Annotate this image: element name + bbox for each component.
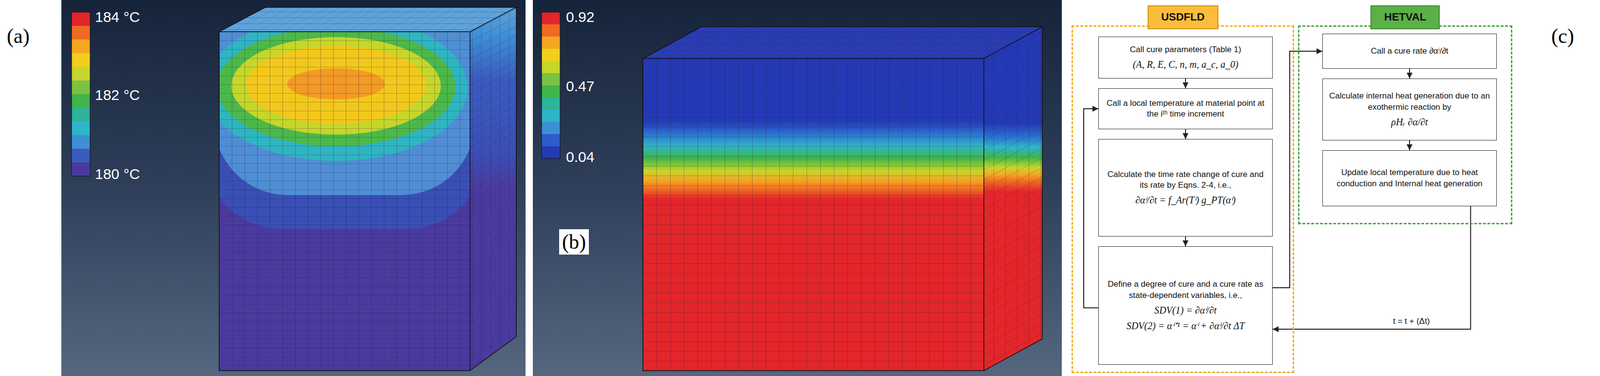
flow-arrow	[1409, 140, 1411, 151]
equation-text: ∂αⁱ/∂t = f_Ar(Tⁱ) g_PT(αⁱ)	[1135, 193, 1236, 207]
panel-label: (c)	[1551, 24, 1575, 48]
meshed-block	[204, 0, 517, 371]
colorbar-band	[71, 162, 91, 176]
box-text: Call cure parameters (Table 1)	[1129, 44, 1242, 56]
colorbar-band	[541, 97, 561, 110]
subroutine-title: HETVAL	[1370, 5, 1440, 30]
block-outline	[642, 26, 1043, 371]
flow-arrow	[1185, 78, 1186, 89]
equation-text: SDV(2) = αⁱ⁺¹ = αⁱ + ∂αⁱ/∂t ΔT	[1126, 319, 1245, 332]
colorbar	[71, 12, 91, 176]
colorbar-band	[71, 53, 91, 67]
degree-of-cure-panel	[532, 0, 1062, 376]
colorbar	[541, 12, 561, 159]
box-text: Define a degree of cure and a cure rate …	[1104, 278, 1267, 301]
equation-text: ρHᵣ ∂α/∂t	[1391, 115, 1428, 129]
panel-label: (a)	[6, 24, 30, 48]
mesh-lines	[219, 7, 517, 32]
colorbar-value: 0.92	[565, 8, 595, 26]
colorbar-band	[71, 39, 91, 54]
meshed-block	[642, 26, 1043, 371]
panel-label: (b)	[559, 228, 589, 255]
subroutine-region: HETVALCall a cure rate ∂αⁱ/∂tCalculate i…	[1298, 25, 1513, 225]
colorbar-value: 184 °C	[94, 8, 140, 26]
colorbar-value: 0.04	[565, 148, 595, 166]
colorbar-band	[541, 85, 561, 98]
block-outline	[219, 7, 517, 371]
process-box: Update local temperature due to heat con…	[1322, 150, 1497, 207]
block-side-face	[983, 26, 1043, 371]
mesh-lines	[642, 58, 984, 371]
block-outline	[983, 26, 1043, 59]
flow-arrow	[1272, 51, 1323, 288]
box-text: Call a local temperature at material poi…	[1104, 97, 1267, 120]
temperature-zone	[219, 31, 471, 371]
box-text: Update local temperature due to heat con…	[1328, 167, 1491, 189]
colorbar-band	[71, 107, 91, 122]
colorbar-band	[71, 121, 91, 135]
equation-text: SDV(1) = ∂αⁱ/∂t	[1154, 303, 1217, 317]
colorbar-value: 180 °C	[94, 165, 140, 183]
mesh-lines	[219, 31, 471, 371]
panel-background	[61, 0, 526, 376]
process-box: Call cure parameters (Table 1)(A, R, E, …	[1098, 36, 1273, 79]
colorbar-band	[541, 133, 561, 147]
colorbar-band	[541, 36, 561, 49]
block-top-face	[642, 26, 1043, 59]
colorbar-band	[541, 12, 561, 25]
colorbar-band	[71, 12, 91, 26]
panel-background	[532, 0, 1062, 376]
colorbar-band	[541, 73, 561, 86]
process-box: Call a cure rate ∂αⁱ/∂t	[1322, 33, 1497, 69]
subroutine-title: USDFLD	[1147, 5, 1219, 30]
colorbar-band	[541, 24, 561, 37]
flow-arrow	[1409, 68, 1411, 79]
colorbar-band	[71, 25, 91, 40]
block-top-face	[219, 7, 517, 32]
block-outline	[642, 58, 984, 371]
flow-arrow	[1272, 206, 1471, 329]
colorbar-band	[71, 66, 91, 81]
edge-label: t = t + (Δt)	[1391, 315, 1432, 327]
colorbar-band	[71, 80, 91, 95]
box-text: Call a cure rate ∂αⁱ/∂t	[1370, 45, 1449, 57]
colorbar-outline	[71, 12, 91, 176]
colorbar-band	[541, 109, 561, 122]
colorbar-value: 182 °C	[94, 86, 140, 104]
box-text: Calculate the time rate change of cure a…	[1104, 169, 1267, 191]
colorbar-band	[71, 134, 91, 149]
process-box: Calculate internal heat generation due t…	[1322, 78, 1497, 141]
colorbar-outline	[541, 12, 561, 159]
process-box: Call a local temperature at material poi…	[1098, 88, 1273, 130]
colorbar-band	[71, 148, 91, 163]
box-text: Calculate internal heat generation due t…	[1328, 90, 1491, 113]
subroutine-region: USDFLDCall cure parameters (Table 1)(A, …	[1071, 25, 1295, 373]
colorbar-band	[541, 121, 561, 134]
colorbar-band	[71, 94, 91, 108]
process-box: Calculate the time rate change of cure a…	[1098, 138, 1273, 237]
mesh-lines	[470, 7, 517, 371]
colorbar-band	[541, 146, 561, 159]
block-side-face	[470, 7, 517, 371]
colorbar-value: 0.47	[565, 77, 595, 95]
process-box: Define a degree of cure and a cure rate …	[1098, 245, 1273, 365]
block-front-face	[219, 31, 471, 371]
flow-arrow	[1083, 108, 1099, 308]
colorbar-band	[541, 60, 561, 74]
block-front-face	[642, 58, 984, 371]
block-outline	[219, 31, 471, 371]
mesh-lines	[642, 26, 1043, 59]
equation-text: (A, R, E, C, n, m, a_c, a_0)	[1132, 57, 1239, 71]
mesh-lines	[983, 26, 1043, 371]
block-outline	[470, 7, 517, 32]
flow-arrow	[1185, 236, 1186, 246]
temperature-panel	[61, 0, 526, 376]
flow-arrow	[1185, 129, 1186, 139]
colorbar-band	[541, 48, 561, 61]
